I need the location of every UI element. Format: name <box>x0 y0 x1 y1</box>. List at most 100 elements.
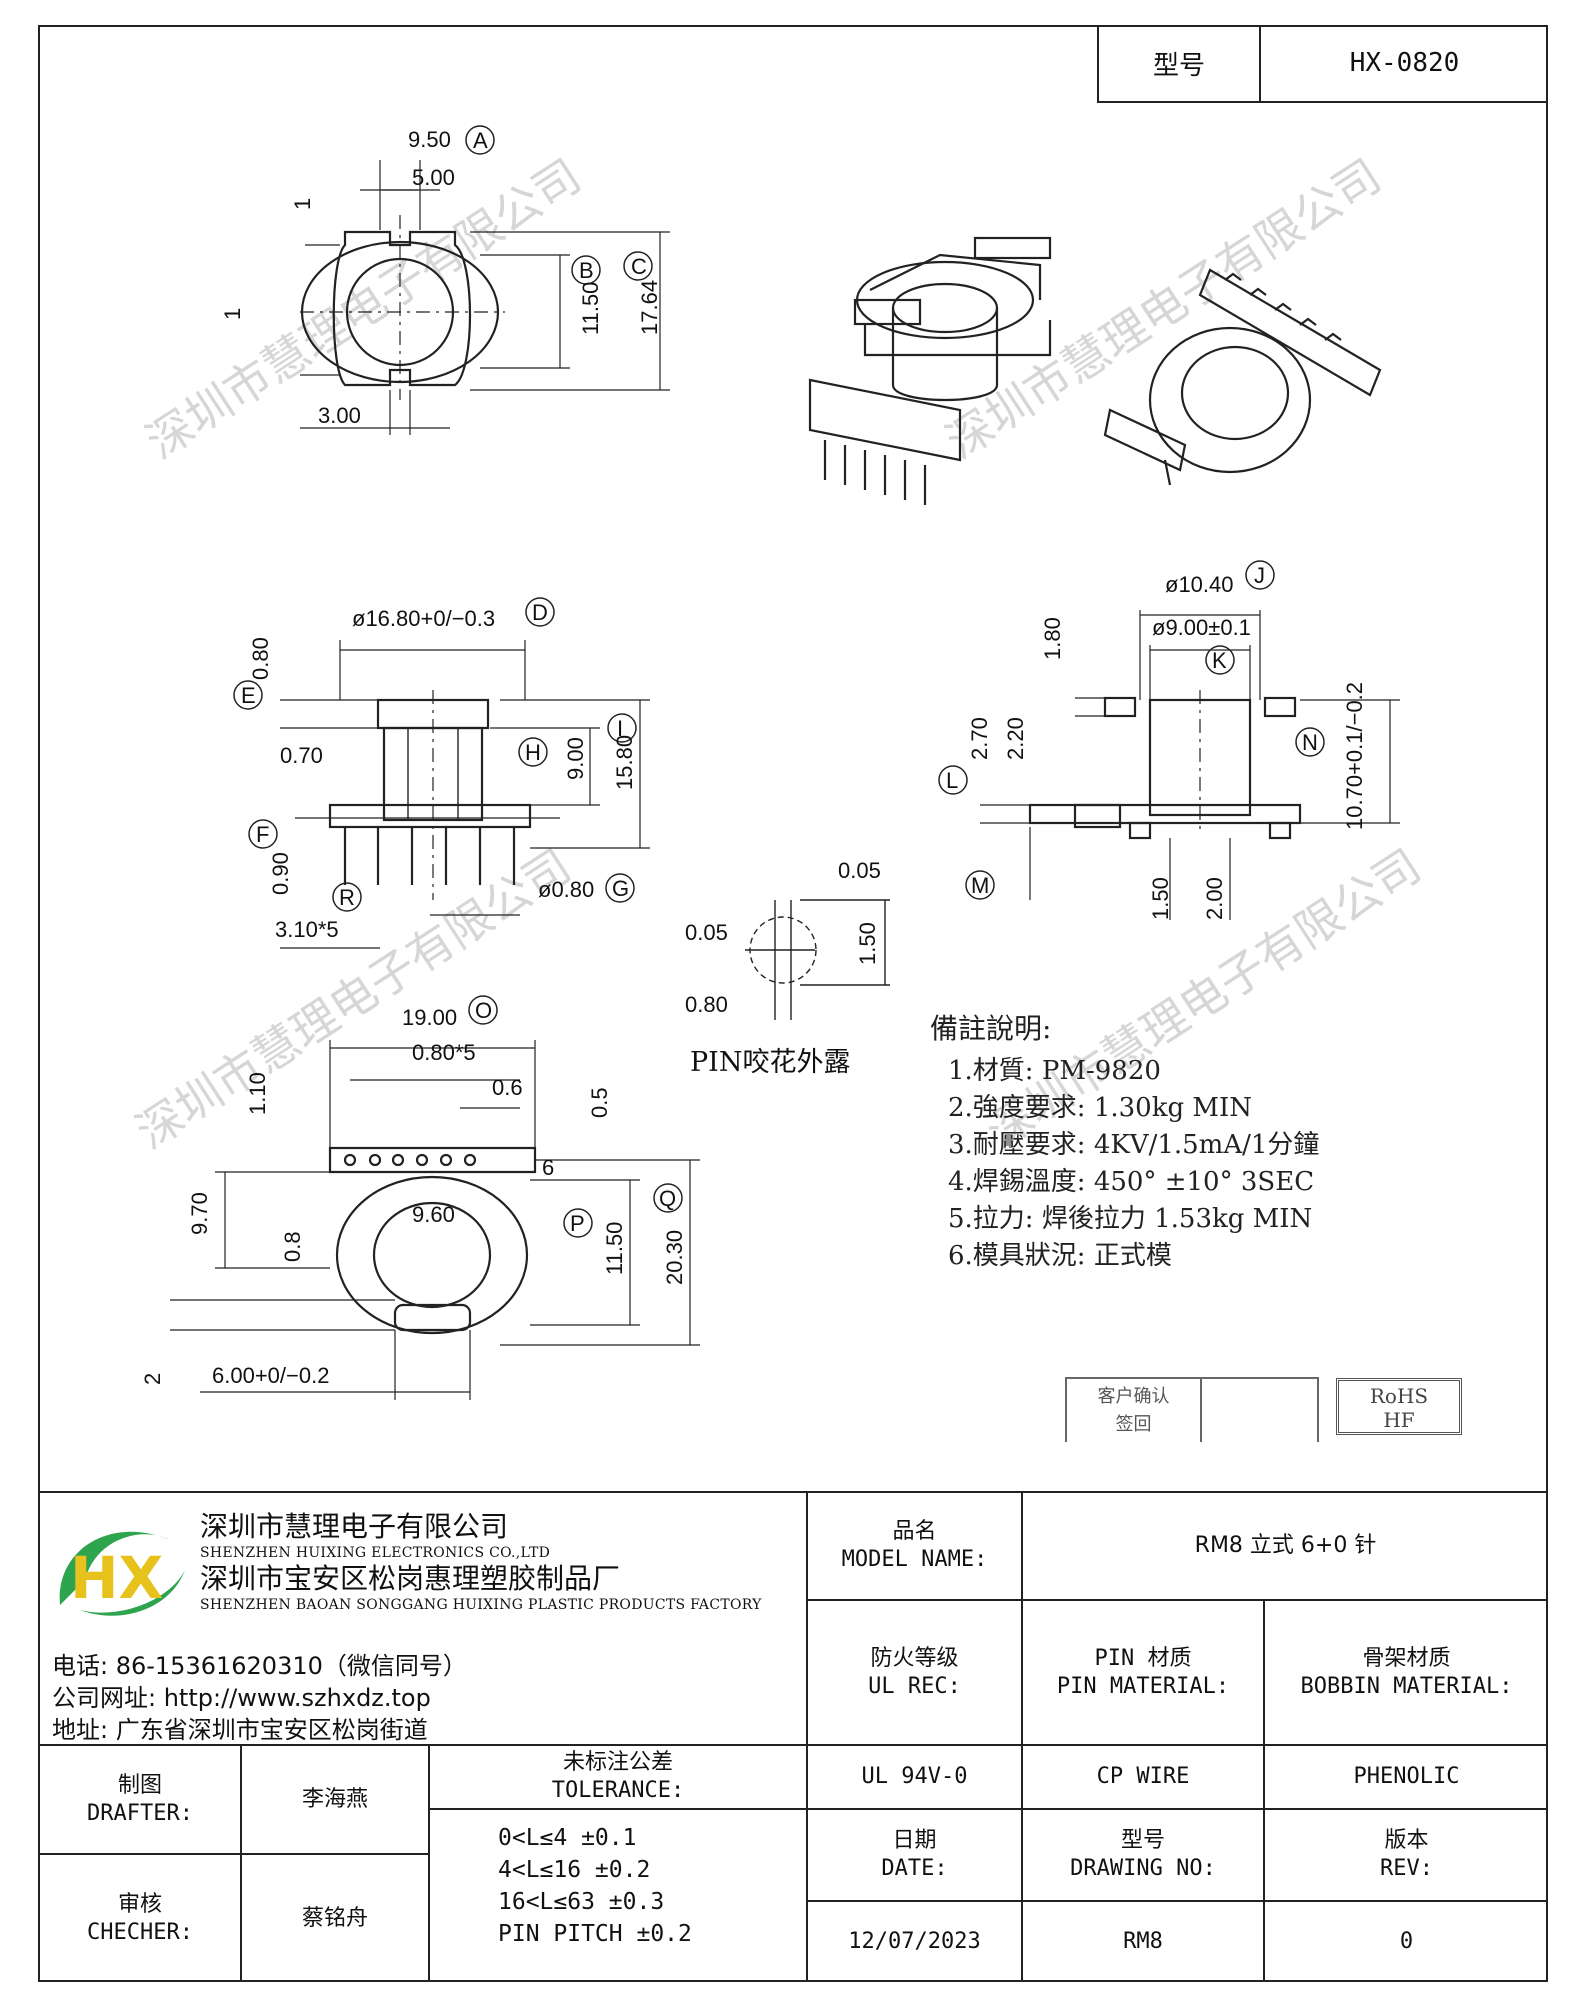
watermark-1: 深圳市慧理电子有限公司 <box>137 148 591 469</box>
pin-caption: PIN咬花外露 <box>690 1047 851 1078</box>
svg-text:ø10.40: ø10.40 <box>1165 572 1234 597</box>
tolerance-line: PIN PITCH ±0.2 <box>498 1921 692 1947</box>
pin-material-value: CP WIRE <box>1096 1764 1190 1789</box>
checker-value: 蔡铭舟 <box>301 1905 368 1931</box>
svg-text:B: B <box>579 258 594 283</box>
iso-view-1 <box>808 236 1052 505</box>
rohs-stamp: RoHS HF <box>1336 1378 1462 1435</box>
svg-text:ø16.80+0/−0.3: ø16.80+0/−0.3 <box>352 606 495 631</box>
svg-text:M: M <box>971 873 989 898</box>
svg-text:R: R <box>339 885 355 910</box>
svg-text:F: F <box>256 822 269 847</box>
tb-line <box>38 1853 430 1855</box>
pin-material-label: PIN 材质 PIN MATERIAL: <box>1056 1645 1230 1699</box>
model-box: 型号 HX-0820 <box>1097 25 1548 103</box>
pin-detail-labels: 0.05 0.05 1.50 0.80 <box>685 858 881 1017</box>
note-item: 3.耐壓要求: 4KV/1.5mA/1分鐘 <box>948 1130 1320 1160</box>
svg-text:D: D <box>532 600 548 625</box>
tb-line <box>38 1744 1548 1746</box>
svg-text:15.80: 15.80 <box>612 735 637 790</box>
tb-line <box>430 1808 808 1810</box>
svg-text:L: L <box>946 768 958 793</box>
note-item: 5.拉力: 焊後拉力 1.53kg MIN <box>948 1204 1313 1234</box>
tb-top-line <box>38 1491 1548 1493</box>
tolerance-label: 未标注公差 TOLERANCE: <box>551 1750 685 1803</box>
company-logo: HX <box>59 1531 185 1616</box>
tolerance-line: 16<L≤63 ±0.3 <box>498 1889 665 1915</box>
svg-text:1.50: 1.50 <box>1148 877 1173 920</box>
svg-text:9.00: 9.00 <box>563 737 588 780</box>
svg-text:O: O <box>475 998 492 1023</box>
tb-line <box>808 1808 1548 1810</box>
notes: 備註說明: 1.材質: PM-9820 2.強度要求: 1.30kg MIN 3… <box>930 1010 1319 1275</box>
svg-text:3.10*5: 3.10*5 <box>275 917 339 942</box>
svg-text:20.30: 20.30 <box>662 1230 687 1285</box>
tb-line <box>806 1491 808 1982</box>
company-names: 深圳市慧理电子有限公司 SHENZHEN HUIXING ELECTRONICS… <box>200 1510 762 1614</box>
svg-text:10.70+0.1/−0.2: 10.70+0.1/−0.2 <box>1342 682 1367 830</box>
drawing-no-value: RM8 <box>1123 1929 1163 1954</box>
model-name-value: RM8 立式 6+0 针 <box>1194 1533 1377 1558</box>
tb-line <box>808 1900 1548 1902</box>
iso-view-2 <box>1103 268 1382 486</box>
svg-text:H: H <box>525 740 541 765</box>
factory-name-cn: 深圳市宝安区松岗惠理塑胶制品厂 <box>200 1562 621 1595</box>
side-view-labels: ø16.80+0/−0.3 D 0.80 E 0.70 H I 9.00 15.… <box>233 597 637 942</box>
svg-text:3.00: 3.00 <box>318 403 361 428</box>
svg-text:0.80: 0.80 <box>685 992 728 1017</box>
drawing-no-label: 型号 DRAWING NO: <box>1070 1828 1216 1881</box>
watermarks: 深圳市慧理电子有限公司 深圳市慧理电子有限公司 深圳市慧理电子有限公司 深圳市慧… <box>127 148 1431 1159</box>
tolerance-line: 4<L≤16 ±0.2 <box>498 1857 651 1883</box>
svg-text:0.90: 0.90 <box>268 852 293 895</box>
technical-drawing: 深圳市慧理电子有限公司 深圳市慧理电子有限公司 深圳市慧理电子有限公司 深圳市慧… <box>127 125 1431 1400</box>
tolerance-table: 0<L≤4 ±0.1 4<L≤16 ±0.2 16<L≤63 ±0.3 PIN … <box>498 1822 692 1950</box>
model-name-label: 品名 MODEL NAME: <box>841 1519 988 1572</box>
customer-confirm-box: 客户确认 签回 <box>1065 1377 1319 1442</box>
svg-text:1.50: 1.50 <box>855 922 880 965</box>
svg-text:N: N <box>1302 730 1318 755</box>
svg-text:9.70: 9.70 <box>187 1192 212 1235</box>
svg-text:5.00: 5.00 <box>412 165 455 190</box>
website: 公司网址: http://www.szhxdz.top <box>52 1684 431 1712</box>
svg-text:G: G <box>612 876 629 901</box>
tb-line <box>808 1599 1548 1601</box>
note-item: 4.焊錫溫度: 450° ±10° 3SEC <box>948 1167 1315 1197</box>
company-name-cn: 深圳市慧理电子有限公司 <box>200 1510 509 1543</box>
svg-text:2.20: 2.20 <box>1003 717 1028 760</box>
top-view <box>300 160 670 435</box>
svg-text:1: 1 <box>290 198 315 210</box>
svg-text:P: P <box>570 1211 585 1236</box>
tb-line <box>1021 1491 1023 1982</box>
ul-rec-label: 防火等级 UL REC: <box>868 1645 961 1699</box>
svg-text:0.80*5: 0.80*5 <box>412 1040 476 1065</box>
svg-text:1.80: 1.80 <box>1040 617 1065 660</box>
svg-text:6: 6 <box>542 1155 554 1180</box>
svg-text:0.8: 0.8 <box>280 1231 305 1262</box>
pin-detail <box>745 899 890 1020</box>
tb-line <box>240 1744 242 1982</box>
bottom-view <box>170 1040 700 1400</box>
svg-text:Q: Q <box>659 1186 676 1211</box>
svg-text:E: E <box>241 683 256 708</box>
svg-text:ø0.80: ø0.80 <box>538 877 594 902</box>
watermark-2: 深圳市慧理电子有限公司 <box>937 148 1391 469</box>
rohs-line2: HF <box>1383 1408 1415 1432</box>
bottom-view-labels: 19.00 O 0.80*5 0.6 0.5 1.10 6 9.70 9.60 … <box>140 995 687 1388</box>
svg-text:9.60: 9.60 <box>412 1202 455 1227</box>
drafter-label: 制图 DRAFTER: <box>87 1772 193 1826</box>
drafter-value: 李海燕 <box>301 1786 368 1812</box>
logo-text: HX <box>70 1544 163 1612</box>
top-view-labels: 9.50 A 5.00 1 1 B C 11.50 17.64 3.00 <box>220 125 662 428</box>
note-item: 6.模具狀況: 正式模 <box>948 1241 1172 1271</box>
svg-text:11.50: 11.50 <box>602 1222 627 1275</box>
svg-text:0.80: 0.80 <box>248 637 273 680</box>
company-name-en: SHENZHEN HUIXING ELECTRONICS CO.,LTD <box>200 1545 551 1561</box>
confirm-line2: 签回 <box>1115 1414 1152 1435</box>
svg-text:I: I <box>617 716 623 741</box>
address: 地址: 广东省深圳市宝安区松岗街道 <box>52 1716 428 1744</box>
svg-text:0.05: 0.05 <box>838 858 881 883</box>
svg-text:1: 1 <box>220 308 245 320</box>
checker-label: 审核 CHECHER: <box>87 1891 193 1945</box>
svg-text:ø9.00±0.1: ø9.00±0.1 <box>1152 615 1251 640</box>
tb-line <box>1263 1599 1265 1982</box>
